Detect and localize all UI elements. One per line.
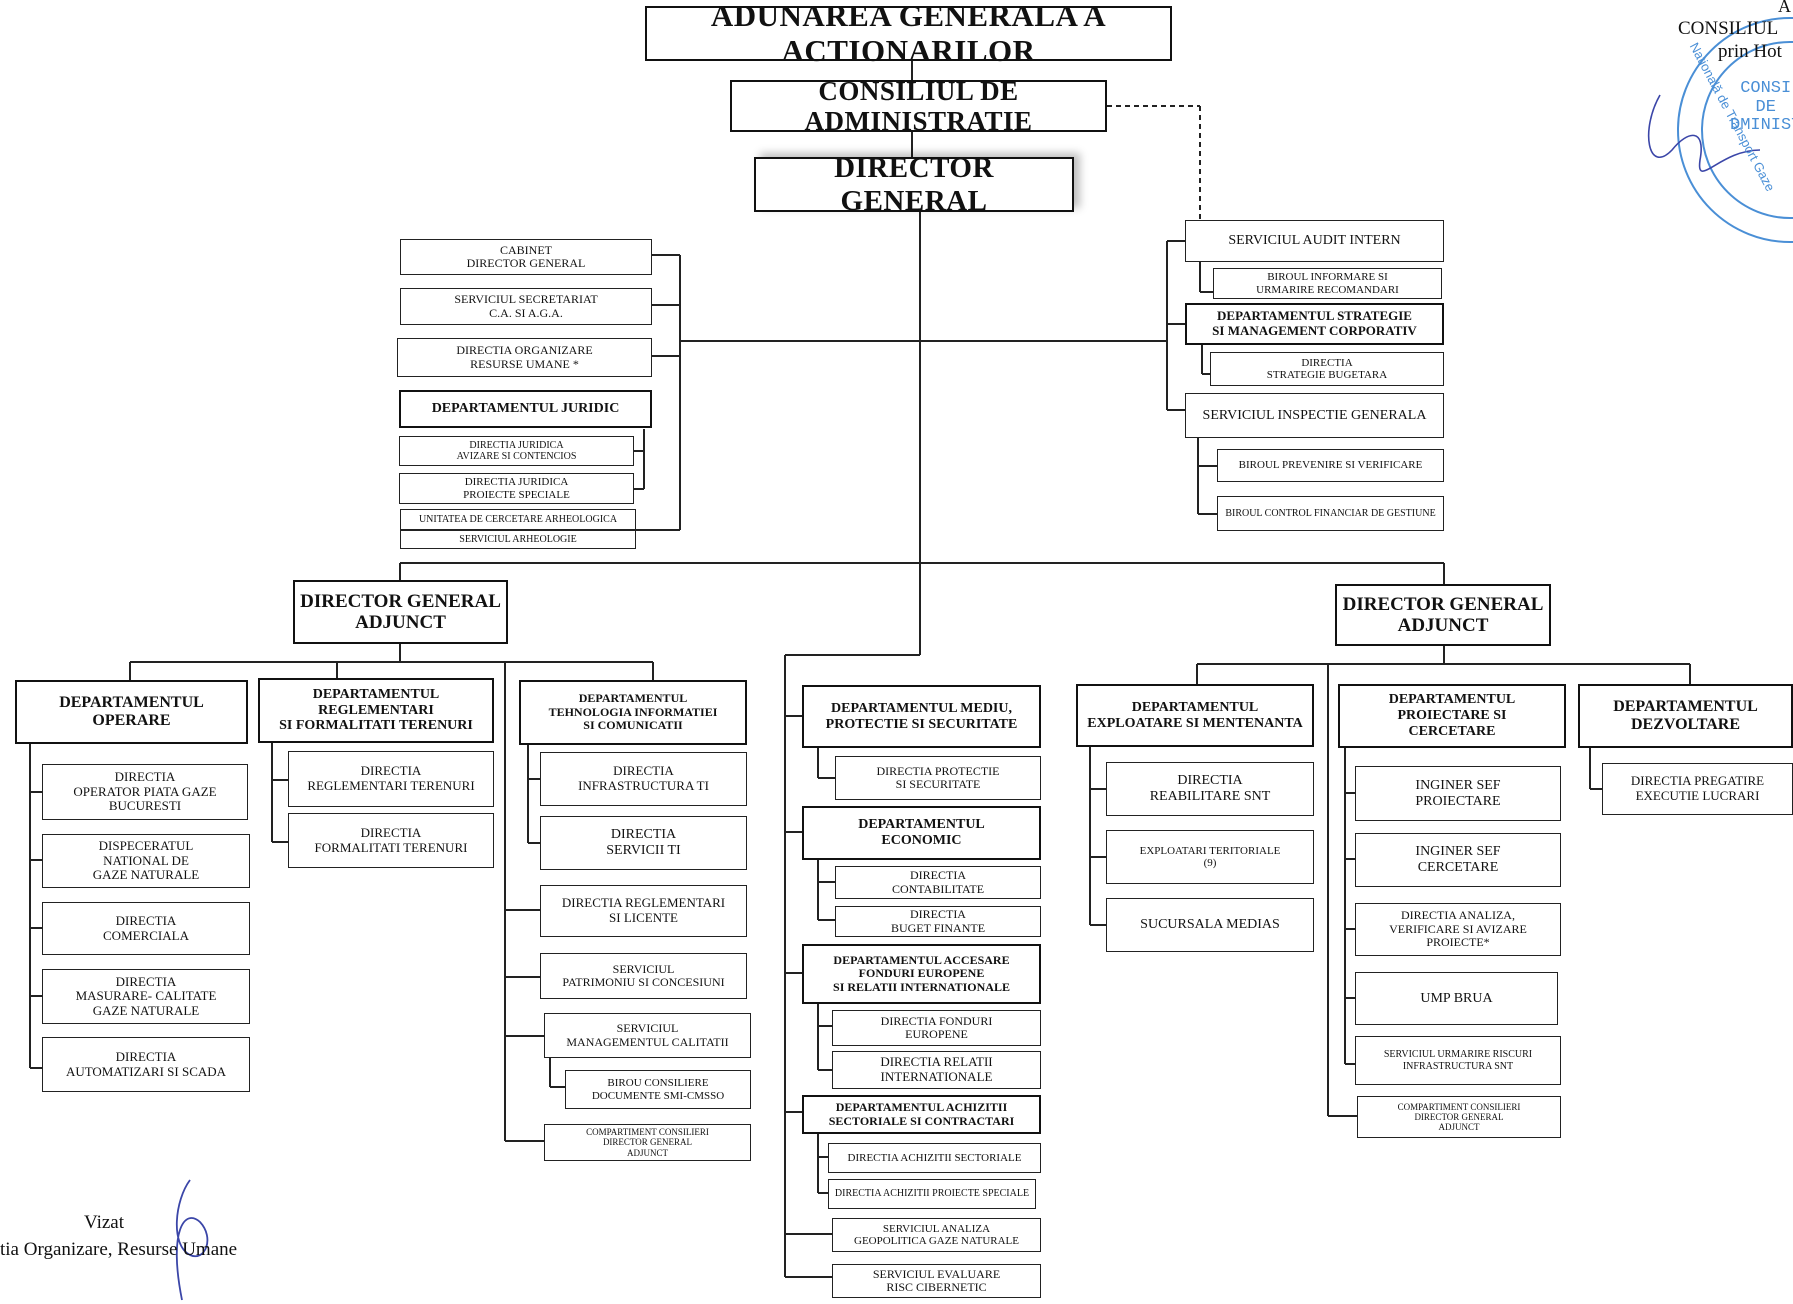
operare-piata-gaze: DIRECTIA OPERATOR PIATA GAZE BUCURESTI	[42, 764, 248, 820]
directia-buget-finante: DIRECTIA BUGET FINANTE	[835, 906, 1041, 937]
approval-line-2: CONSILIUL	[1678, 18, 1779, 39]
directia-contabilitate: DIRECTIA CONTABILITATE	[835, 866, 1041, 899]
ti-management-calitate: SERVICIUL MANAGEMENTUL CALITATII	[544, 1013, 751, 1058]
ti-birou-consiliere: BIROU CONSILIERE DOCUMENTE SMI-CMSSO	[565, 1070, 751, 1109]
footer-signature	[175, 1179, 209, 1301]
approval-line-1: A	[1778, 0, 1791, 16]
operare-automatizari: DIRECTIA AUTOMATIZARI SI SCADA	[42, 1037, 250, 1092]
dept-fonduri-europene: DEPARTAMENTUL ACCESARE FONDURI EUROPENE …	[802, 944, 1041, 1004]
serviciul-urmarire-riscuri: SERVICIUL URMARIRE RISCURI INFRASTRUCTUR…	[1355, 1036, 1561, 1085]
operare-masurare: DIRECTIA MASURARE- CALITATE GAZE NATURAL…	[42, 969, 250, 1024]
staff-juridic-avizare: DIRECTIA JURIDICA AVIZARE SI CONTENCIOS	[399, 436, 634, 466]
director-general-box: DIRECTOR GENERAL	[754, 152, 1074, 217]
staff-cabinet-dg: CABINET DIRECTOR GENERAL	[400, 239, 652, 275]
inginer-sef-cercetare: INGINER SEF CERCETARE	[1355, 833, 1561, 887]
reglementari-terenuri: DIRECTIA REGLEMENTARI TERENURI	[288, 751, 494, 807]
stamp-seal	[1677, 17, 1793, 243]
operare-comerciala: DIRECTIA COMERCIALA	[42, 902, 250, 955]
dept-economic: DEPARTAMENTUL ECONOMIC	[802, 806, 1041, 860]
ti-compartiment-consilieri: COMPARTIMENT CONSILIERI DIRECTOR GENERAL…	[544, 1124, 751, 1161]
staff-birou-control: BIROUL CONTROL FINANCIAR DE GESTIUNE	[1217, 496, 1444, 531]
directia-achizitii-sectoriale: DIRECTIA ACHIZITII SECTORIALE	[828, 1143, 1041, 1173]
dept-operare: DEPARTAMENTUL OPERARE	[15, 680, 248, 744]
ti-reglementari-licente: DIRECTIA REGLEMENTARI SI LICENTE	[540, 885, 747, 937]
footer-directia-organizare: tia Organizare, Resurse Umane	[0, 1239, 238, 1260]
exploatari-teritoriale: EXPLOATARI TERITORIALE (9)	[1106, 830, 1314, 884]
dept-mediu: DEPARTAMENTUL MEDIU, PROTECTIE SI SECURI…	[802, 685, 1041, 748]
staff-birou-prevenire: BIROUL PREVENIRE SI VERIFICARE	[1217, 449, 1444, 482]
directia-relatii-internationale: DIRECTIA RELATII INTERNATIONALE	[832, 1051, 1041, 1089]
directia-protectie-securitate: DIRECTIA PROTECTIE SI SECURITATE	[835, 756, 1041, 800]
board-box: CONSILIUL DE ADMINISTRATIE	[730, 76, 1107, 136]
stamp-inner-text: CONSI DE DMINIST	[1730, 79, 1793, 136]
ti-patrimoniu: SERVICIUL PATRIMONIU SI CONCESIUNI	[540, 953, 747, 999]
staff-secretariat: SERVICIUL SECRETARIAT C.A. SI A.G.A.	[400, 288, 652, 325]
deputy-dg-left: DIRECTOR GENERAL ADJUNCT	[293, 580, 508, 644]
directia-reabilitare-snt: DIRECTIA REABILITARE SNT	[1106, 762, 1314, 816]
board-signature	[1647, 94, 1761, 172]
directia-achizitii-proiecte-speciale: DIRECTIA ACHIZITII PROIECTE SPECIALE	[828, 1179, 1036, 1209]
staff-strategie-bugetara: DIRECTIA STRATEGIE BUGETARA	[1210, 352, 1444, 386]
dept-exploatare: DEPARTAMENTUL EXPLOATARE SI MENTENANTA	[1076, 684, 1314, 747]
staff-audit-intern: SERVICIUL AUDIT INTERN	[1185, 220, 1444, 262]
inginer-sef-proiectare: INGINER SEF PROIECTARE	[1355, 766, 1561, 821]
dept-achizitii: DEPARTAMENTUL ACHIZITII SECTORIALE SI CO…	[802, 1095, 1041, 1134]
directia-pregatire-executie: DIRECTIA PREGATIRE EXECUTIE LUCRARI	[1602, 763, 1793, 815]
staff-cercetare-arheologica: UNITATEA DE CERCETARE ARHEOLOGICA	[400, 509, 636, 530]
dept-proiectare-cercetare: DEPARTAMENTUL PROIECTARE SI CERCETARE	[1338, 684, 1566, 748]
directia-fonduri-europene: DIRECTIA FONDURI EUROPENE	[832, 1010, 1041, 1046]
serviciul-evaluare-risc: SERVICIUL EVALUARE RISC CIBERNETIC	[832, 1264, 1041, 1298]
staff-birou-informare: BIROUL INFORMARE SI URMARIRE RECOMANDARI	[1213, 268, 1442, 299]
staff-juridic-proiecte: DIRECTIA JURIDICA PROIECTE SPECIALE	[399, 473, 634, 504]
approval-line-3: prin Hot	[1718, 41, 1782, 62]
deputy-dg-right: DIRECTOR GENERAL ADJUNCT	[1335, 584, 1551, 646]
ti-infrastructura: DIRECTIA INFRASTRUCTURA TI	[540, 752, 747, 806]
operare-dispecerat: DISPECERATUL NATIONAL DE GAZE NATURALE	[42, 834, 250, 888]
dept-dezvoltare: DEPARTAMENTUL DEZVOLTARE	[1578, 684, 1793, 748]
compartiment-consilieri-dga: COMPARTIMENT CONSILIERI DIRECTOR GENERAL…	[1357, 1096, 1561, 1138]
staff-resurse-umane: DIRECTIA ORGANIZARE RESURSE UMANE *	[397, 338, 652, 377]
ump-brua: UMP BRUA	[1355, 972, 1558, 1025]
formalitati-terenuri: DIRECTIA FORMALITATI TERENURI	[288, 813, 494, 868]
sucursala-medias: SUCURSALA MEDIAS	[1106, 898, 1314, 952]
ti-servicii: DIRECTIA SERVICII TI	[540, 816, 747, 870]
dept-reglementari: DEPARTAMENTUL REGLEMENTARI SI FORMALITAT…	[258, 678, 494, 743]
staff-inspectie-generala: SERVICIUL INSPECTIE GENERALA	[1185, 393, 1444, 438]
staff-arheologie: SERVICIUL ARHEOLOGIE	[400, 530, 636, 549]
staff-dept-strategie: DEPARTAMENTUL STRATEGIE SI MANAGEMENT CO…	[1185, 303, 1444, 345]
directia-analiza-verificare: DIRECTIA ANALIZA, VERIFICARE SI AVIZARE …	[1355, 903, 1561, 956]
footer-vizat: Vizat	[84, 1212, 125, 1233]
dept-tehnologia-informatiei: DEPARTAMENTUL TEHNOLOGIA INFORMATIEI SI …	[519, 680, 747, 745]
serviciul-analiza-geopolitica: SERVICIUL ANALIZA GEOPOLITICA GAZE NATUR…	[832, 1218, 1041, 1252]
staff-dept-juridic: DEPARTAMENTUL JURIDIC	[399, 390, 652, 428]
agm-box: ADUNAREA GENERALA A ACTIONARILOR	[645, 0, 1172, 67]
